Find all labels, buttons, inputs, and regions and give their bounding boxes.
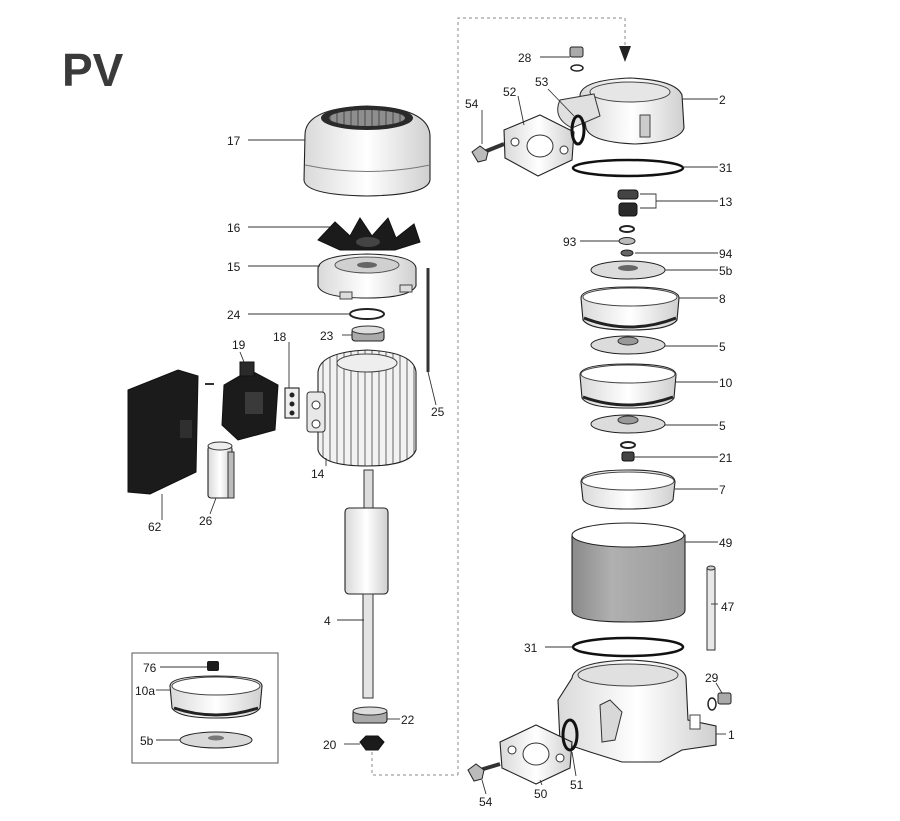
part-pump-casing [557,659,717,763]
label-62: 62 [148,520,162,534]
label-50: 50 [534,787,548,801]
part-wave-washer [349,308,385,320]
label-29: 29 [705,671,719,685]
label-13: 13 [719,195,733,209]
label-25: 25 [431,405,445,419]
part-end-shield [317,253,417,300]
part-o-ring-lower [571,636,685,658]
part-fan-impeller [317,217,421,251]
label-16: 16 [227,221,241,235]
part-impeller-lower [590,414,666,434]
part-diffuser-bottom [580,469,676,510]
part-circlip [619,225,635,233]
part-capacitor [207,441,235,499]
part-o-ring-upper [571,158,685,178]
label-54-bottom: 54 [479,795,493,809]
label-31-top: 31 [719,161,733,175]
part-pump-head [557,77,685,145]
flow-arrow-icon [619,46,631,62]
label-94: 94 [719,247,733,261]
label-51: 51 [570,778,584,792]
label-8: 8 [719,292,726,306]
part-impeller-5b [590,260,666,280]
label-23: 23 [320,329,334,343]
label-17: 17 [227,134,241,148]
part-inset-plug [207,661,219,671]
part-nut [359,735,385,751]
part-inset-impeller [179,731,253,749]
part-bearing-lower [352,706,388,724]
label-5b-inset: 5b [140,734,154,748]
label-31-bottom: 31 [524,641,538,655]
label-14: 14 [311,467,325,481]
alternative-parts-inset [131,652,279,764]
label-76: 76 [143,661,157,675]
label-7: 7 [719,483,726,497]
part-bearing-upper [351,325,385,342]
flow-path [371,17,631,776]
part-discharge-flange [499,718,579,785]
label-19: 19 [232,338,246,352]
part-mechanical-seal [617,189,639,217]
label-49: 49 [719,536,733,550]
label-93: 93 [563,235,577,249]
label-20: 20 [323,738,337,752]
part-terminal-box [221,361,279,441]
part-terminal-cover [127,369,199,495]
label-10a: 10a [135,684,155,698]
label-26: 26 [199,514,213,528]
part-rotor-shaft [344,469,389,699]
label-4: 4 [324,614,331,628]
label-15: 15 [227,260,241,274]
part-spacer [618,237,636,245]
label-52: 52 [503,85,517,99]
part-motor-housing [306,349,417,467]
part-vent-plug [569,46,584,72]
part-bolt-lower [467,762,501,782]
label-22: 22 [401,713,415,727]
label-5-upper: 5 [719,340,726,354]
part-impeller-upper [590,335,666,355]
part-inset-diffuser [169,675,263,719]
label-18: 18 [273,330,287,344]
model-title: PV [62,44,124,96]
label-28: 28 [518,51,532,65]
label-24: 24 [227,308,241,322]
part-diffuser-middle [579,363,677,409]
part-washer [620,441,636,449]
part-diffuser-top [580,286,680,331]
part-drain-plug [707,692,732,711]
label-53: 53 [535,75,549,89]
part-bolt-upper [471,142,505,163]
part-terminal-block [284,387,300,419]
label-54-top: 54 [465,97,479,111]
part-suction-flange [503,114,586,177]
label-47: 47 [721,600,735,614]
label-2: 2 [719,93,726,107]
label-5-lower: 5 [719,419,726,433]
label-5b-top: 5b [719,264,733,278]
part-fan-cover [303,105,431,197]
label-21: 21 [719,451,733,465]
part-impeller-nut [621,451,635,462]
label-10: 10 [719,376,733,390]
label-1: 1 [728,728,735,742]
part-tie-rod-pump [706,565,716,651]
part-outer-sleeve [571,522,686,623]
